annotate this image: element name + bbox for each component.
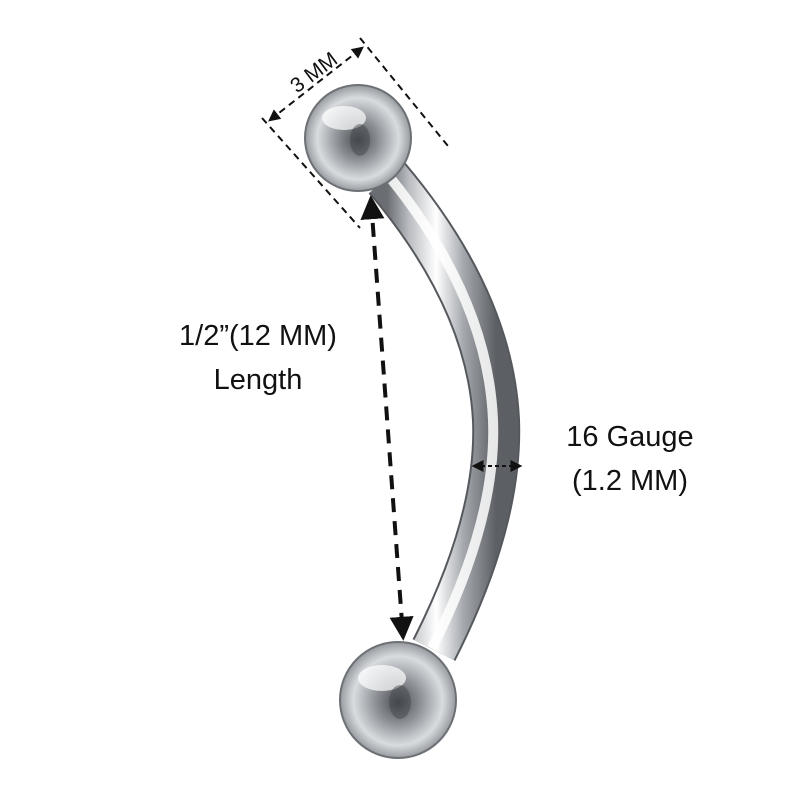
length-dimension: 1/2”(12 MM) Length bbox=[179, 195, 414, 641]
length-word-label: Length bbox=[214, 364, 303, 396]
bottom-ball bbox=[339, 641, 457, 759]
gauge-mm-label: (1.2 MM) bbox=[572, 465, 688, 497]
length-value-label: 1/2”(12 MM) bbox=[179, 320, 337, 352]
gauge-dimension: 16 Gauge (1.2 MM) bbox=[471, 421, 694, 497]
dimension-arrow-icon bbox=[360, 195, 414, 641]
barbell-bar bbox=[368, 162, 521, 661]
top-ball bbox=[304, 84, 412, 192]
gauge-value-label: 16 Gauge bbox=[566, 421, 693, 453]
dimension-arrow-icon bbox=[268, 46, 364, 122]
